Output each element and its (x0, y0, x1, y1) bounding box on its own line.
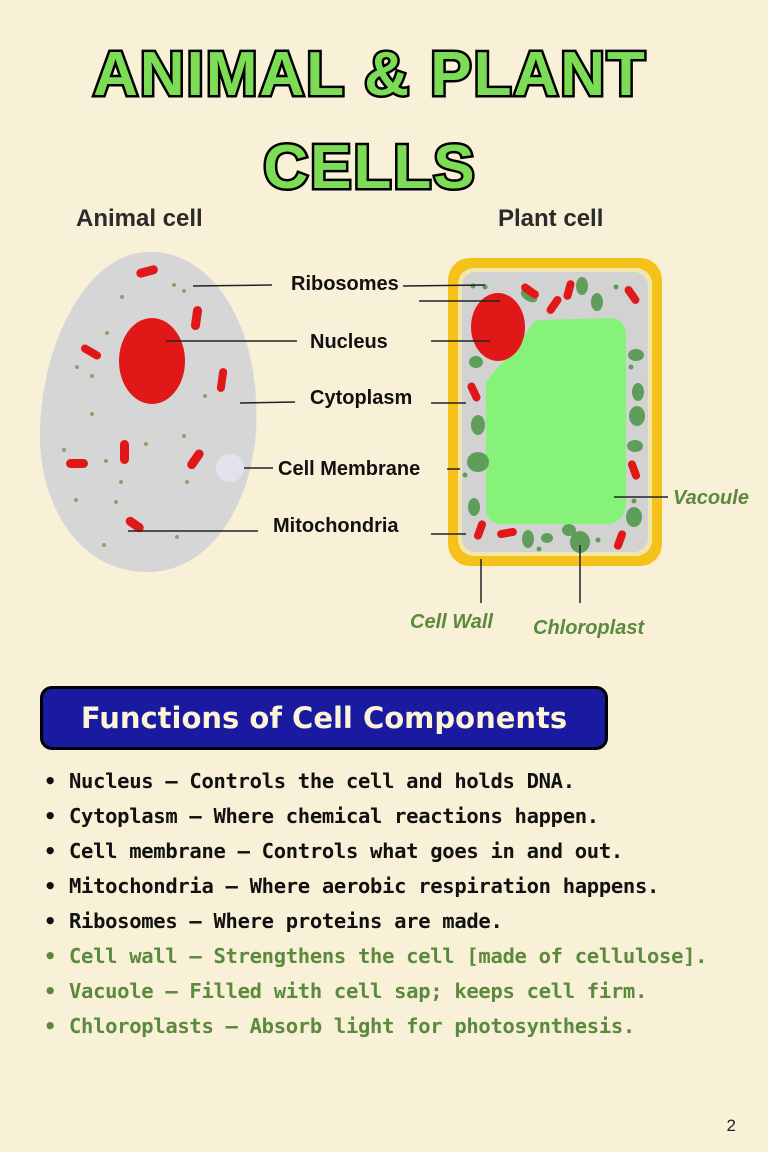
function-item-cytoplasm: Cytoplasm – Where chemical reactions hap… (44, 799, 744, 834)
animal-nucleus (119, 318, 185, 404)
animal-membrane-marker (216, 454, 244, 482)
function-item-cell-wall: Cell wall – Strengthens the cell [made o… (44, 939, 744, 974)
label-nucleus: Nucleus (310, 331, 388, 353)
label-cell-wall: Cell Wall (410, 611, 493, 633)
function-item-mitochondria: Mitochondria – Where aerobic respiration… (44, 869, 744, 904)
label-chloroplast: Chloroplast (533, 617, 645, 639)
function-item-vacuole: Vacuole – Filled with cell sap; keeps ce… (44, 974, 744, 1009)
label-ribosomes: Ribosomes (291, 273, 399, 295)
label-vacuole: Vacoule (673, 487, 749, 509)
animal-cell-heading: Animal cell (76, 205, 203, 232)
plant-cell (448, 258, 662, 566)
function-item-nucleus: Nucleus – Controls the cell and holds DN… (44, 764, 744, 799)
page-number: 2 (726, 1116, 736, 1135)
function-item-cell-membrane: Cell membrane – Controls what goes in an… (44, 834, 744, 869)
functions-heading: Functions of Cell Components (80, 701, 568, 735)
animal-cell-body (39, 251, 257, 573)
plant-chloroplasts-group (467, 277, 645, 553)
leader-lines (128, 284, 668, 603)
plant-mitochondria-group (467, 280, 641, 550)
functions-heading-box: Functions of Cell Components (40, 686, 608, 750)
functions-list: Nucleus – Controls the cell and holds DN… (44, 764, 744, 1044)
function-item-ribosomes: Ribosomes – Where proteins are made. (44, 904, 744, 939)
title-line-2: CELLS (263, 133, 476, 202)
animal-mitochondria-group (66, 265, 228, 533)
label-cytoplasm: Cytoplasm (310, 387, 412, 409)
label-mitochondria: Mitochondria (273, 515, 399, 537)
page-title: ANIMAL & PLANT CELLS (91, 38, 648, 205)
label-cell-membrane: Cell Membrane (278, 458, 420, 480)
plant-ribosomes-group (462, 283, 637, 552)
animal-cell (39, 251, 257, 573)
plant-vacuole (486, 318, 626, 524)
title-line-1: ANIMAL & PLANT (93, 40, 647, 109)
animal-ribosomes-group (62, 283, 207, 547)
cell-diagram: Ribosomes Nucleus Cytoplasm Cell Membran… (39, 251, 749, 639)
plant-nucleus (471, 293, 525, 361)
function-item-chloroplasts: Chloroplasts – Absorb light for photosyn… (44, 1009, 744, 1044)
plant-cell-heading: Plant cell (498, 205, 604, 232)
